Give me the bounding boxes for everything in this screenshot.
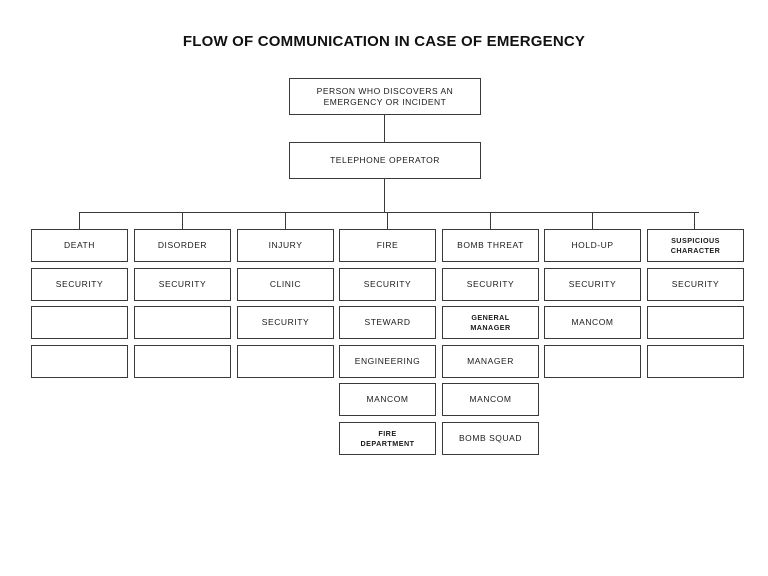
node-death-step-3 — [31, 345, 128, 378]
node-disorder-step-3 — [134, 345, 231, 378]
node-label: SECURITY — [671, 279, 720, 290]
column-header-suspicious-character: SUSPICIOUS CHARACTER — [647, 229, 744, 262]
node-fire-step-2: STEWARD — [339, 306, 436, 339]
column-header-hold-up: HOLD-UP — [544, 229, 641, 262]
node-suspicious-character-step-3 — [647, 345, 744, 378]
column-header-fire: FIRE — [339, 229, 436, 262]
node-injury-step-1: CLINIC — [237, 268, 334, 301]
node-suspicious-character-step-2 — [647, 306, 744, 339]
node-fire-step-5: FIRE DEPARTMENT — [339, 422, 436, 455]
node-label: FIRE — [376, 240, 399, 251]
node-suspicious-character-step-1: SECURITY — [647, 268, 744, 301]
node-bomb-threat-step-2: GENERAL MANAGER — [442, 306, 539, 339]
node-death-step-1: SECURITY — [31, 268, 128, 301]
node-hold-up-step-3 — [544, 345, 641, 378]
node-label: INJURY — [268, 240, 303, 251]
connector-bus-drop-1 — [79, 212, 80, 229]
node-fire-step-4: MANCOM — [339, 383, 436, 416]
column-header-disorder: DISORDER — [134, 229, 231, 262]
node-label: SECURITY — [363, 279, 412, 290]
connector-bus-drop-7 — [694, 212, 695, 229]
connector-bus-drop-3 — [285, 212, 286, 229]
node-label: DEATH — [64, 240, 95, 251]
node-label: STEWARD — [364, 317, 411, 328]
node-disorder-step-2 — [134, 306, 231, 339]
node-fire-step-1: SECURITY — [339, 268, 436, 301]
node-label: GENERAL MANAGER — [470, 313, 511, 332]
node-bomb-threat-step-3: MANAGER — [442, 345, 539, 378]
node-label: MANCOM — [571, 317, 614, 328]
node-label: BOMB SQUAD — [458, 433, 523, 444]
node-disorder-step-1: SECURITY — [134, 268, 231, 301]
node-label: SUSPICIOUS CHARACTER — [670, 236, 721, 255]
node-label: MANAGER — [467, 356, 514, 367]
node-label: SECURITY — [466, 279, 515, 290]
node-label: FIRE DEPARTMENT — [360, 429, 415, 448]
connector-bus-drop-6 — [592, 212, 593, 229]
connector-root-to-operator — [384, 115, 385, 142]
node-injury-step-2: SECURITY — [237, 306, 334, 339]
node-injury-step-3 — [237, 345, 334, 378]
node-label: SECURITY — [261, 317, 310, 328]
node-hold-up-step-1: SECURITY — [544, 268, 641, 301]
node-label: PERSON WHO DISCOVERS AN EMERGENCY OR INC… — [316, 85, 454, 107]
node-label: HOLD-UP — [571, 240, 614, 251]
node-death-step-2 — [31, 306, 128, 339]
node-label: SECURITY — [55, 279, 104, 290]
page-title: FLOW OF COMMUNICATION IN CASE OF EMERGEN… — [182, 33, 586, 50]
node-label: SECURITY — [158, 279, 207, 290]
node-label: MANCOM — [366, 394, 409, 405]
node-bomb-threat-step-5: BOMB SQUAD — [442, 422, 539, 455]
connector-bus-drop-4 — [387, 212, 388, 229]
column-header-death: DEATH — [31, 229, 128, 262]
node-label: TELEPHONE OPERATOR — [330, 155, 440, 166]
node-label: DISORDER — [157, 240, 208, 251]
node-hold-up-step-2: MANCOM — [544, 306, 641, 339]
column-header-bomb-threat: BOMB THREAT — [442, 229, 539, 262]
connector-operator-to-bus — [384, 179, 385, 212]
node-bomb-threat-step-1: SECURITY — [442, 268, 539, 301]
column-header-injury: INJURY — [237, 229, 334, 262]
connector-bus-drop-5 — [490, 212, 491, 229]
node-bomb-threat-step-4: MANCOM — [442, 383, 539, 416]
node-label: SECURITY — [568, 279, 617, 290]
connector-bus-drop-2 — [182, 212, 183, 229]
node-label: BOMB THREAT — [457, 240, 524, 251]
node-person-who-discovers: PERSON WHO DISCOVERS AN EMERGENCY OR INC… — [289, 78, 481, 115]
node-fire-step-3: ENGINEERING — [339, 345, 436, 378]
node-label: ENGINEERING — [354, 356, 421, 367]
node-telephone-operator: TELEPHONE OPERATOR — [289, 142, 481, 179]
connector-horizontal-bus — [79, 212, 699, 213]
node-label: CLINIC — [269, 279, 302, 290]
node-label: MANCOM — [469, 394, 512, 405]
